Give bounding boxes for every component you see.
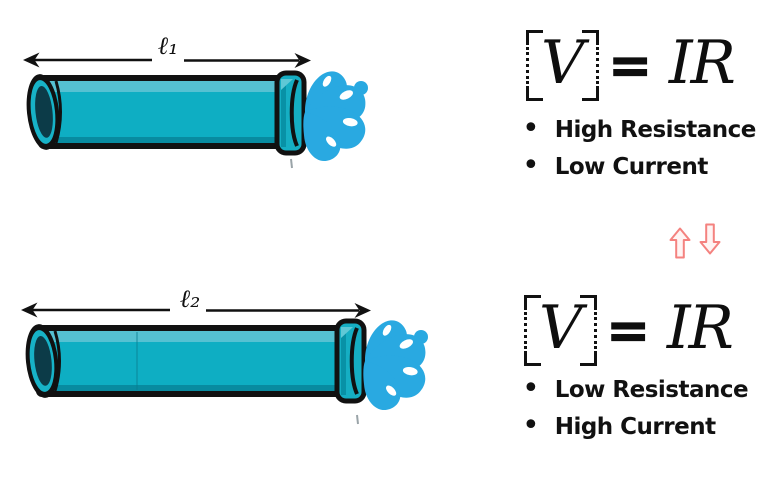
current-symbol: I [666, 293, 691, 363]
dotted-bracket-side [524, 312, 527, 349]
voltage-box: V [526, 28, 600, 101]
list-item: • Low Current [522, 148, 756, 185]
decrease-arrow-icon [699, 223, 721, 255]
top-bullet-list: • High Resistance • Low Current [522, 111, 756, 185]
pipe2-dimension-arrow [21, 302, 371, 318]
voltage-symbol: V [541, 28, 585, 98]
bracket-corner-icon [582, 30, 600, 45]
bracket-corner-icon [526, 86, 543, 101]
dotted-bracket-side [526, 47, 529, 84]
current-resistance-term: I R [668, 28, 736, 98]
point-label: Low Current [554, 153, 709, 180]
pipe-2 [25, 318, 367, 425]
voltage-symbol: V [539, 293, 583, 363]
bullet-icon: • [522, 147, 540, 183]
pipe1-dimension-arrow [23, 52, 311, 68]
dotted-bracket-side [596, 47, 600, 84]
resistance-symbol: R [688, 293, 734, 363]
bracket-corner-icon [580, 295, 598, 310]
ohms-law-equation-2: V = I R [524, 223, 734, 366]
bracket-corner-icon [582, 86, 600, 101]
equals-sign: = [606, 299, 651, 361]
resistance-symbol: R [690, 28, 736, 98]
bracket-corner-icon [524, 351, 541, 366]
bracket-corner-icon [580, 351, 598, 366]
current-resistance-term: I R [666, 223, 734, 363]
increase-arrow-icon [669, 227, 691, 259]
point-label: Low Resistance [554, 376, 749, 403]
voltage-box: V [524, 293, 598, 366]
bullet-icon: • [522, 407, 540, 443]
ohms-law-equation-1: V = I R [526, 28, 736, 101]
bullet-icon: • [522, 110, 540, 146]
point-label: High Resistance [554, 116, 757, 143]
pipe-1 [26, 70, 307, 169]
list-item: • High Current [522, 408, 748, 445]
list-item: • Low Resistance [522, 370, 749, 408]
bottom-bullet-list: • Low Resistance • High Current [522, 370, 749, 445]
bracket-corner-icon [524, 295, 541, 310]
point-label: High Current [554, 413, 716, 440]
current-symbol: I [668, 28, 693, 98]
list-item: • High Resistance [522, 111, 756, 148]
bullet-icon: • [522, 370, 540, 406]
pipe1-length-label: ℓ₁ [157, 31, 179, 60]
bracket-corner-icon [526, 30, 543, 45]
dotted-bracket-side [594, 312, 598, 349]
equals-sign: = [608, 34, 653, 96]
pipe2-length-label: ℓ₂ [179, 284, 201, 313]
